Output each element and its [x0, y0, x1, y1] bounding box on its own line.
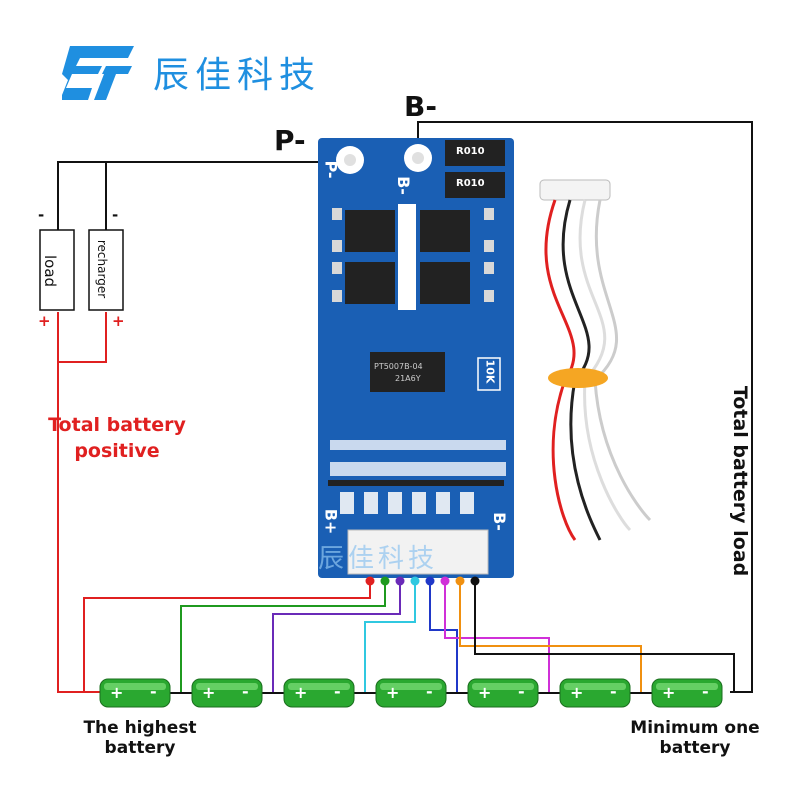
wire-harness [539, 179, 652, 541]
wire-total-positive [57, 312, 100, 693]
load-plus: + [38, 312, 51, 330]
board-watermark: 辰佳科技 [318, 544, 439, 574]
battery-minus: - [426, 682, 433, 701]
resistor-b-label: R010 [456, 178, 485, 189]
p-minus-label: P- [274, 124, 306, 157]
ic-sub-label: 21A6Y [395, 374, 421, 383]
tap-wire [459, 581, 642, 693]
box-label: 10K [483, 359, 497, 384]
board-model: XR-7STI-10A [305, 358, 319, 427]
battery-row [99, 678, 723, 708]
connector-pin [440, 576, 450, 586]
resistor-a-label: R010 [456, 146, 485, 157]
board-label-p: P- [321, 160, 341, 179]
connector-pin [365, 576, 375, 586]
battery-cell [99, 678, 171, 708]
wire-b-minus-load [417, 121, 753, 693]
board-label-b: B- [393, 176, 413, 195]
battery-plus: + [570, 683, 584, 702]
tap-wire [83, 581, 371, 693]
battery-plus: + [662, 683, 676, 702]
battery-plus: + [202, 683, 216, 702]
battery-cell [191, 678, 263, 708]
board-label-bplus: B+ [321, 508, 341, 535]
connector-pin [470, 576, 480, 586]
tap-wire [364, 581, 416, 693]
wire-recharger-positive [58, 312, 107, 363]
tap-wire [429, 581, 458, 693]
highest-battery-label: The highest battery [83, 718, 197, 758]
tap-wire [180, 581, 386, 693]
load-box [39, 229, 75, 311]
board-label-bminus: B- [489, 512, 509, 531]
recharger-plus: + [112, 312, 125, 330]
battery-plus: + [110, 683, 124, 702]
battery-cell [467, 678, 539, 708]
total-load-label: Total battery load [729, 385, 751, 577]
wire-p-to-load [57, 161, 350, 230]
connector-pin [380, 576, 390, 586]
battery-cell [559, 678, 631, 708]
connector-pin [395, 576, 405, 586]
battery-minus: - [610, 682, 617, 701]
bms-board [318, 138, 514, 578]
battery-plus: + [386, 683, 400, 702]
battery-plus: + [294, 683, 308, 702]
connector-pin [410, 576, 420, 586]
minimum-battery-label: Minimum one battery [630, 718, 760, 758]
b-minus-label: B- [404, 90, 437, 123]
recharger-box [88, 229, 124, 311]
tap-wire [272, 581, 401, 693]
battery-minus: - [518, 682, 525, 701]
battery-cell [375, 678, 447, 708]
battery-minus: - [150, 682, 157, 701]
battery-cell [651, 678, 723, 708]
tap-wire [444, 581, 550, 693]
recharger-minus: - [112, 206, 119, 224]
total-positive-label: Total battery positive [48, 414, 186, 462]
recharger-label: recharger [95, 239, 110, 299]
brand-logo [62, 46, 134, 100]
brand-name: 辰佳科技 [153, 55, 322, 96]
battery-cell [283, 678, 355, 708]
battery-plus: + [478, 683, 492, 702]
tap-wire [474, 581, 735, 693]
load-label: load [41, 254, 60, 288]
load-minus: - [38, 206, 45, 224]
connector-pin [455, 576, 465, 586]
battery-minus: - [242, 682, 249, 701]
connector-pins [365, 576, 480, 586]
ic-label: PT5007B-04 [374, 362, 423, 371]
battery-minus: - [702, 682, 709, 701]
tap-wires [83, 581, 735, 693]
battery-minus: - [334, 682, 341, 701]
connector-pin [425, 576, 435, 586]
